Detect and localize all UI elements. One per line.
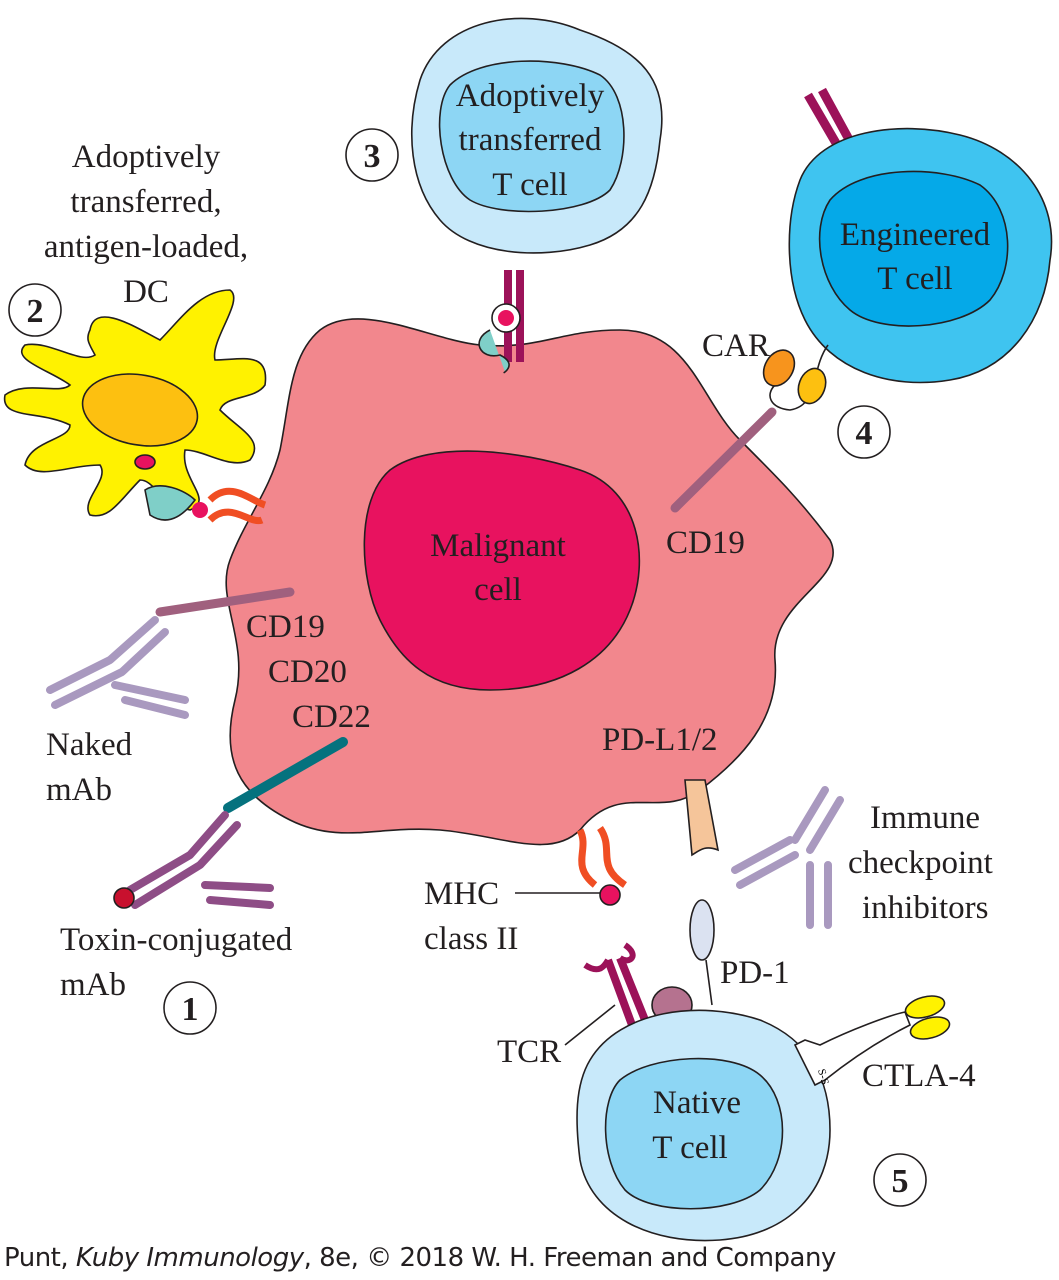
credit-author: Punt, <box>4 1243 76 1273</box>
toxin-mab-label-2: mAb <box>60 967 126 1003</box>
credit-book: Kuby Immunology <box>75 1243 304 1273</box>
credit-line: Punt, Kuby Immunology, 8e, © 2018 W. H. … <box>4 1243 836 1273</box>
cd19-right-label: CD19 <box>666 525 745 561</box>
car-label: CAR <box>702 328 770 364</box>
engineered-label-1: Engineered <box>840 217 991 253</box>
native-t-cell: Native T cell S-S TCR PD-1 CTLA-4 <box>497 899 976 1242</box>
naked-mab-label-2: mAb <box>46 772 112 808</box>
dc-nucleus <box>81 373 199 447</box>
pd1-label: PD-1 <box>720 955 790 991</box>
malignant-label-1: Malignant <box>430 528 566 564</box>
cd19-label: CD19 <box>246 609 325 645</box>
cd22-label: CD22 <box>292 699 371 735</box>
native-label-1: Native <box>653 1085 741 1121</box>
dc-label-4: DC <box>123 274 169 310</box>
native-label-2: T cell <box>652 1130 727 1166</box>
malignant-label-2: cell <box>474 572 522 608</box>
marker-2: 2 <box>27 293 44 330</box>
ctla4-label: CTLA-4 <box>862 1058 976 1094</box>
number-markers: 1 2 3 4 5 <box>8 128 927 1207</box>
naked-mab: CD19 CD20 CD22 Naked mAb <box>46 587 371 808</box>
toxin-conjugated-mab: Toxin-conjugated mAb <box>60 737 348 1003</box>
malignant-nucleus <box>363 450 641 691</box>
disulfide-label: S-S <box>815 1068 831 1086</box>
dendritic-cell: Adoptively transferred, antigen-loaded, … <box>3 139 267 525</box>
adoptive-t-label-1: Adoptively <box>456 78 605 114</box>
tcr-label: TCR <box>497 1034 561 1070</box>
naked-mab-label-1: Naked <box>46 727 133 763</box>
checkpoint-label-3: inhibitors <box>862 890 989 926</box>
marker-3: 3 <box>364 138 381 175</box>
dc-label-3: antigen-loaded, <box>44 229 248 265</box>
engineered-t-cell: Engineered T cell CAR CD19 <box>666 87 1053 561</box>
adoptive-t-label-3: T cell <box>492 167 567 203</box>
malignant-cell: Malignant cell <box>225 318 834 846</box>
checkpoint-region: PD-L1/2 Immune checkpoint inhibitors MHC… <box>424 722 993 957</box>
credit-publisher: , 8e, © 2018 W. H. Freeman and Company <box>303 1243 837 1273</box>
mhc-label-1: MHC <box>424 876 499 912</box>
checkpoint-label-1: Immune <box>870 800 980 836</box>
marker-1: 1 <box>182 991 199 1028</box>
mhc-label-2: class II <box>424 921 518 957</box>
marker-4: 4 <box>856 415 873 452</box>
dc-label-1: Adoptively <box>72 139 221 175</box>
engineered-label-2: T cell <box>877 261 952 297</box>
adoptive-t-cell: Adoptively transferred T cell <box>411 17 663 374</box>
pdl-label: PD-L1/2 <box>602 722 718 758</box>
dc-label-2: transferred, <box>70 184 221 220</box>
checkpoint-label-2: checkpoint <box>848 845 993 881</box>
marker-5: 5 <box>892 1163 909 1200</box>
cd20-label: CD20 <box>268 654 347 690</box>
toxin-mab-label-1: Toxin-conjugated <box>60 922 293 958</box>
adoptive-t-label-2: transferred <box>459 122 602 158</box>
